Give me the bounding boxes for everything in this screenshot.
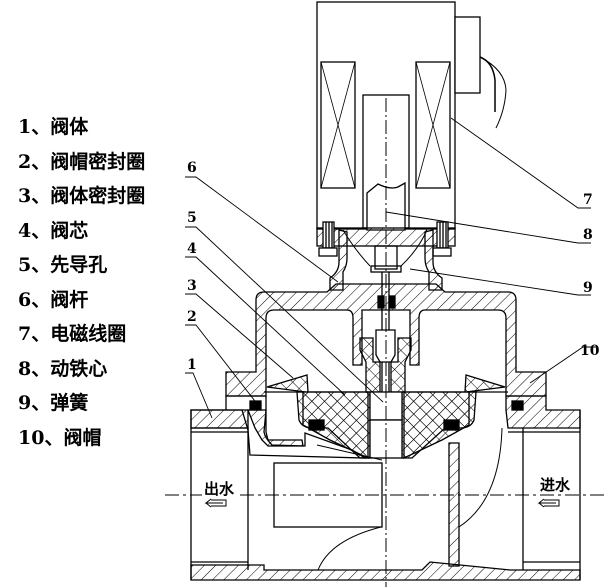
callout-7: 7 — [583, 192, 593, 208]
solenoid-housing — [316, 1, 507, 230]
callout-3: 3 — [187, 278, 197, 294]
callout-9: 9 — [583, 280, 593, 296]
legend-item-valve-core: 4、阀芯 — [18, 219, 89, 242]
legend-item-solenoid-coil: 7、电磁线圈 — [18, 323, 127, 345]
legend-item-bonnet-seal: 2、阀帽密封圈 — [18, 150, 146, 173]
legend-item-valve-stem: 6、阀杆 — [18, 288, 89, 311]
legend-item-bonnet: 10、阀帽 — [18, 426, 102, 449]
callout-2: 2 — [187, 309, 197, 325]
callout-6: 6 — [187, 160, 197, 176]
solenoid-coil — [320, 61, 451, 189]
inlet-arrow-icon — [537, 498, 560, 508]
leader-lines — [185, 117, 596, 419]
parts-legend: 1、阀体 2、阀帽密封圈 3、阀体密封圈 4、阀芯 5、先导孔 6、阀杆 7、电… — [18, 112, 145, 457]
legend-item-spring: 9、弹簧 — [18, 392, 89, 414]
plunger — [362, 94, 410, 273]
legend-item-pilot-hole: 5、先导孔 — [18, 254, 108, 276]
callout-10: 10 — [580, 343, 600, 359]
inlet-label: 进水 — [540, 476, 571, 494]
callout-5: 5 — [187, 210, 197, 226]
legend-item-valve-body: 1、阀体 — [18, 116, 89, 138]
legend-item-body-seal: 3、阀体密封圈 — [18, 185, 146, 207]
callout-8: 8 — [583, 227, 593, 243]
outlet-label: 出水 — [204, 480, 235, 498]
legend-item-plunger: 8、动铁心 — [18, 357, 108, 380]
center-lines — [165, 98, 605, 587]
callout-4: 4 — [187, 241, 197, 257]
callout-1: 1 — [187, 357, 197, 373]
outlet-arrow-icon — [204, 498, 227, 508]
